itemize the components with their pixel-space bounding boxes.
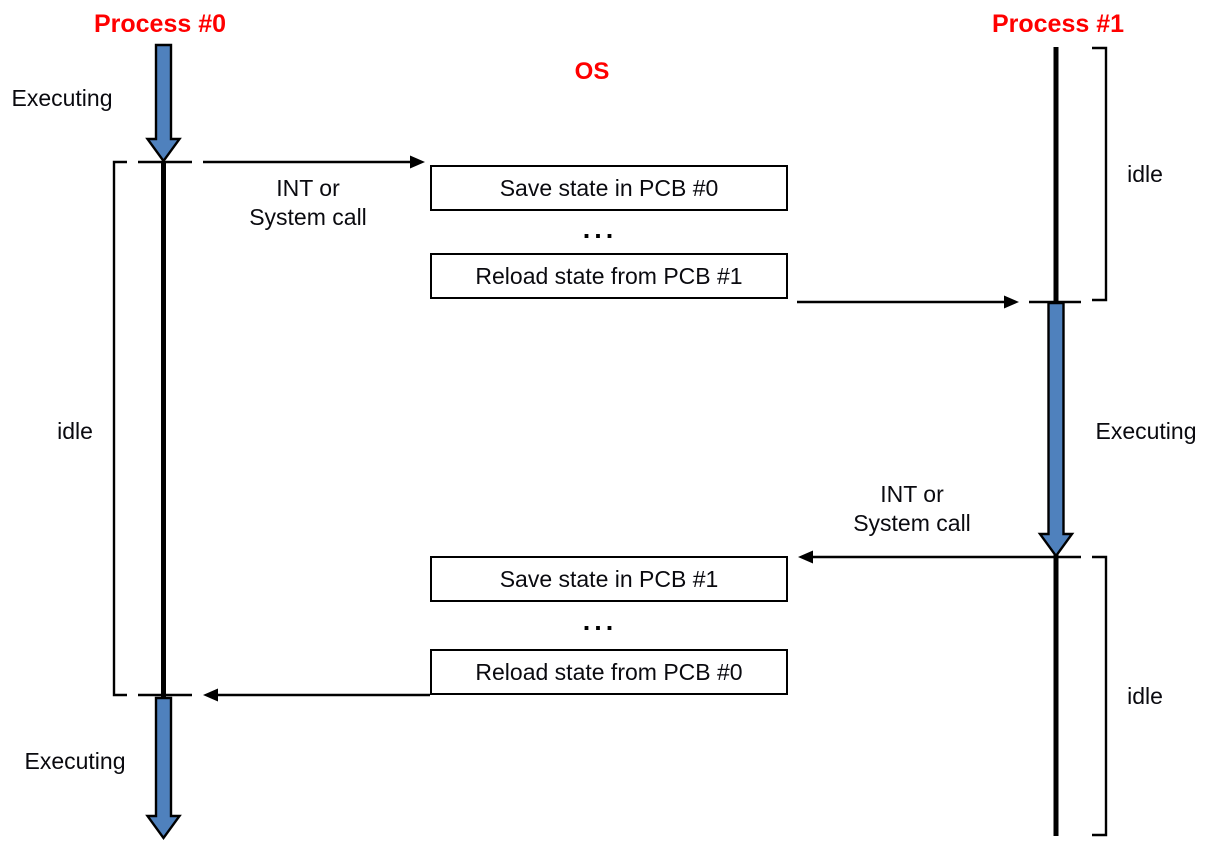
executing-arrow-p0-bottom bbox=[145, 696, 182, 841]
os-box-reload-pcb0: Reload state from PCB #0 bbox=[430, 649, 788, 695]
os-title: OS bbox=[574, 58, 610, 85]
idle-bracket-p1-top bbox=[1092, 46, 1108, 302]
p0-executing-top-label: Executing bbox=[11, 85, 113, 111]
p1-interrupt-line2: System call bbox=[853, 509, 971, 536]
arrow-p0-to-os bbox=[203, 155, 425, 169]
p0-executing-bottom-label: Executing bbox=[24, 748, 126, 774]
p1-idle-bottom-label: idle bbox=[1127, 683, 1163, 709]
p0-interrupt-line1: INT or bbox=[276, 175, 340, 201]
executing-arrow-p1 bbox=[1037, 301, 1075, 559]
p0-idle-label: idle bbox=[57, 418, 93, 444]
p0-interrupt-label: INT or System call bbox=[249, 174, 367, 232]
process1-title: Process #1 bbox=[991, 10, 1125, 38]
arrow-os-to-p1 bbox=[797, 295, 1019, 309]
p0-interrupt-line2: System call bbox=[249, 203, 367, 230]
arrow-p1-to-os bbox=[798, 550, 1029, 564]
os-ellipsis-bottom: ... bbox=[582, 606, 618, 636]
os-box-save-pcb1: Save state in PCB #1 bbox=[430, 556, 788, 602]
p1-interrupt-line1: INT or bbox=[880, 481, 944, 507]
os-box-save-pcb0: Save state in PCB #0 bbox=[430, 165, 788, 211]
p1-executing-label: Executing bbox=[1095, 418, 1197, 444]
p1-idle-top-label: idle bbox=[1127, 161, 1163, 187]
p1-interrupt-label: INT or System call bbox=[853, 480, 971, 538]
idle-bracket-p1-bottom bbox=[1092, 555, 1108, 837]
os-box-reload-pcb1: Reload state from PCB #1 bbox=[430, 253, 788, 299]
os-ellipsis-top: ... bbox=[582, 214, 618, 244]
executing-arrow-p0-top bbox=[145, 43, 182, 164]
arrow-os-to-p0 bbox=[203, 688, 430, 702]
process0-title: Process #0 bbox=[93, 10, 227, 38]
idle-bracket-p0 bbox=[112, 160, 127, 697]
